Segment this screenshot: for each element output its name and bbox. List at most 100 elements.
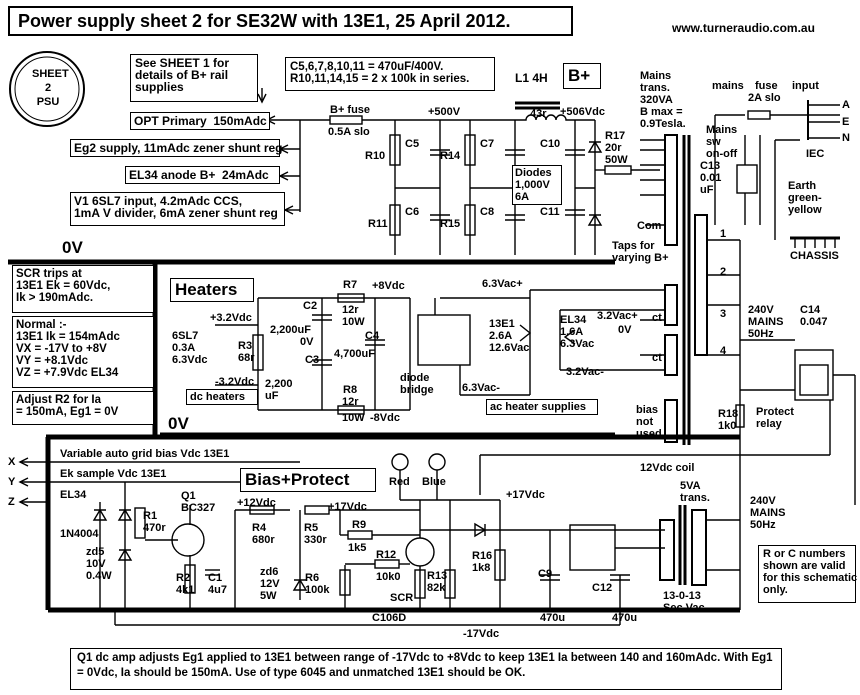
zd5-label: zd5 10V 0.4W bbox=[86, 546, 112, 582]
ac-heater-supplies-label: ac heater supplies bbox=[486, 399, 598, 415]
bias-mains-label: 240V MAINS 50Hz bbox=[750, 495, 786, 531]
r7-value: 12r 10W bbox=[342, 304, 365, 328]
iec-earth: E bbox=[842, 116, 850, 128]
c2-label: C2 bbox=[303, 300, 318, 312]
c4-label: C4 bbox=[365, 330, 380, 342]
adjust-note: Adjust R2 for Ia = 150mA, Eg1 = 0V bbox=[12, 391, 154, 425]
c10-label: C10 bbox=[540, 138, 561, 150]
capacitor-note: C5,6,7,8,10,11 = 470uF/400V. R10,11,14,1… bbox=[285, 57, 495, 91]
heater-v8p: +8Vdc bbox=[372, 280, 405, 292]
r18-label: R18 1k0 bbox=[718, 408, 739, 432]
r1-label: R1 470r bbox=[143, 510, 166, 534]
bias-unused-label: bias not used bbox=[636, 404, 662, 440]
normal-operation-note: Normal :- 13E1 Ik = 154mAdc VX = -17V to… bbox=[12, 316, 154, 388]
bplus-506v: +506Vdc bbox=[560, 106, 605, 118]
mains-label: mains bbox=[712, 80, 744, 92]
diodes-note: Diodes 1,000V 6A bbox=[512, 165, 562, 205]
diode-bridge-label: diode bridge bbox=[400, 372, 434, 396]
fuse-rating: 2A slo bbox=[748, 92, 781, 104]
led-blue-label: Blue bbox=[422, 476, 446, 488]
e13-heater-label: 13E1 2.6A 12.6Vac bbox=[489, 318, 530, 354]
mains-transformer-note: Mains trans. 320VA B max = 0.9Tesla. bbox=[640, 70, 686, 130]
bias-protect-wiring bbox=[18, 453, 741, 626]
choke-label: L1 4H bbox=[515, 71, 548, 85]
terminal-z: Z bbox=[8, 496, 15, 508]
com-label: Com bbox=[637, 220, 662, 232]
heater-v8n: -8Vdc bbox=[370, 412, 400, 424]
c12-label: C12 bbox=[592, 582, 613, 594]
r4-label: R4 680r bbox=[252, 522, 275, 546]
r9-value: 1k5 bbox=[348, 542, 367, 554]
bplus-500v: +500V bbox=[428, 106, 461, 118]
v17-label: +17Vdc bbox=[328, 501, 367, 513]
mains-transformer bbox=[640, 134, 741, 470]
c12-value: 470u bbox=[612, 612, 638, 624]
c6-label: C6 bbox=[405, 206, 420, 218]
c1-label: C1 4u7 bbox=[208, 572, 227, 596]
c2-value: 2,200uF bbox=[270, 324, 311, 336]
r7-label: R7 bbox=[343, 279, 358, 291]
bplus-fuse-rating: 0.5A slo bbox=[328, 126, 370, 138]
bplus-tag: B+ bbox=[563, 63, 601, 89]
r10-label: R10 bbox=[365, 150, 386, 162]
iec-active: A bbox=[842, 99, 850, 111]
diode-1n4004-label: 1N4004 bbox=[60, 528, 99, 540]
c11-label: C11 bbox=[540, 206, 560, 218]
tap-3: 3 bbox=[720, 308, 727, 320]
dc-heaters-label: dc heaters bbox=[186, 389, 258, 405]
r3-label: R3 68r bbox=[238, 340, 255, 364]
choke-resistance: 43r bbox=[530, 108, 547, 120]
supply-eg2: Eg2 supply, 11mAdc zener shunt reg bbox=[70, 139, 283, 157]
scr-label: SCR bbox=[390, 592, 414, 604]
zd6-label: zd6 12V 5W bbox=[260, 566, 280, 602]
scr-trip-note: SCR trips at 13E1 Ek = 60Vdc, Ik > 190mA… bbox=[12, 265, 154, 313]
sheet-badge-line2: 2 bbox=[44, 82, 52, 94]
mains-input-wiring bbox=[714, 100, 840, 248]
tap-1: 1 bbox=[720, 228, 727, 240]
heater-wiring bbox=[215, 289, 665, 415]
r15-label: R15 bbox=[440, 218, 461, 230]
website-url[interactable]: www.turneraudio.com.au bbox=[672, 21, 815, 35]
r6-label: R6 100k bbox=[305, 572, 330, 596]
iec-label: IEC bbox=[806, 148, 825, 160]
el34-heater-label: EL34 1.6A 6.3Vac bbox=[560, 314, 595, 350]
bplus-wiring bbox=[257, 88, 660, 255]
v32ac-minus-label: 3.2Vac- bbox=[566, 366, 604, 378]
bias-protect-heading: Bias+Protect bbox=[240, 468, 376, 492]
ek-sample-label: Ek sample Vdc 13E1 bbox=[60, 468, 167, 480]
c5-label: C5 bbox=[405, 138, 420, 150]
r12-value: 10k0 bbox=[376, 571, 401, 583]
tap-2: 2 bbox=[720, 266, 727, 278]
led-red-label: Red bbox=[389, 476, 410, 488]
ct1-label: ct bbox=[652, 312, 662, 324]
sheet-badge-line3: PSU bbox=[36, 96, 60, 108]
zero-volt-mid: 0V bbox=[168, 414, 189, 433]
heater-v32n: -3.2Vdc bbox=[215, 376, 255, 388]
r12-label: R12 bbox=[376, 549, 397, 561]
chassis-label: CHASSIS bbox=[790, 250, 839, 262]
sheet-reference-note: See SHEET 1 for details of B+ rail suppl… bbox=[130, 54, 258, 102]
mains-240-label: 240V MAINS 50Hz bbox=[748, 304, 784, 340]
mains-switch-label[interactable]: Mains sw on-off bbox=[706, 124, 738, 160]
ground-rails bbox=[8, 259, 740, 613]
page-title: Power supply sheet 2 for SE32W with 13E1… bbox=[8, 6, 573, 36]
variable-bias-label: Variable auto grid bias Vdc 13E1 bbox=[60, 448, 230, 460]
bias-secondary-label: 13-0-13 Sec Vac bbox=[663, 590, 705, 614]
supply-el34: EL34 anode B+ 24mAdc bbox=[125, 166, 280, 184]
r14-label: R14 bbox=[440, 150, 461, 162]
input-label: input bbox=[792, 80, 819, 92]
sheet-badge-line1: SHEET bbox=[32, 68, 69, 80]
heaters-heading: Heaters bbox=[170, 278, 254, 302]
c7-label: C7 bbox=[480, 138, 495, 150]
r11-label: R11 bbox=[368, 218, 388, 230]
r8-label: R8 bbox=[343, 384, 358, 396]
v17b-label: +17Vdc bbox=[506, 489, 545, 501]
sl7-heater-label: 6SL7 0.3A 6.3Vdc bbox=[172, 330, 208, 366]
relay-coil-label: 12Vdc coil bbox=[640, 462, 695, 474]
c3-value: 2,200 uF bbox=[265, 378, 293, 402]
ov-label: 0V bbox=[618, 324, 632, 336]
supply-v1: V1 6SL7 input, 4.2mAdc CCS, 1mA V divide… bbox=[70, 192, 285, 226]
c3-label: C3 bbox=[305, 354, 320, 366]
